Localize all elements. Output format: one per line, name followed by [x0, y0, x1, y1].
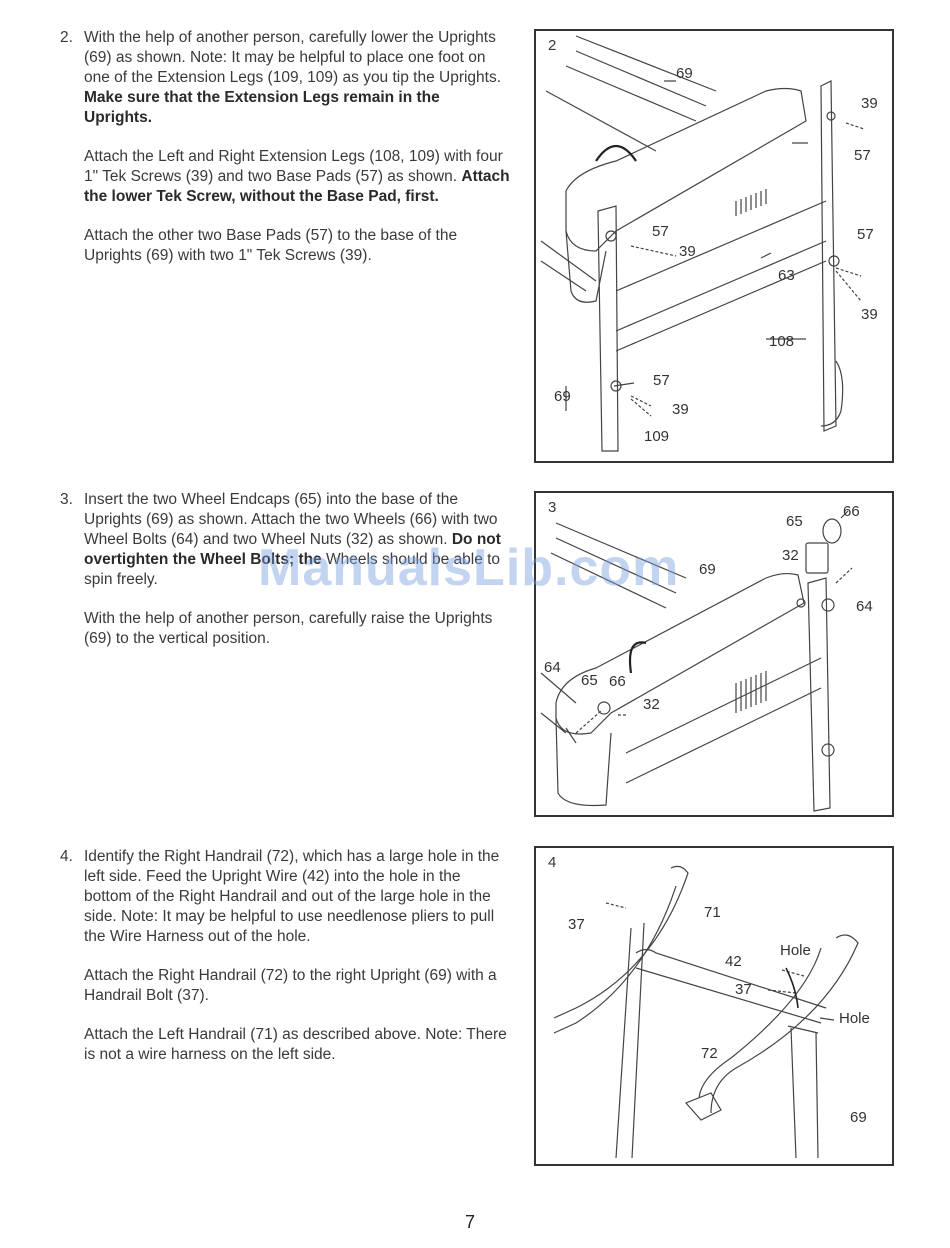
callout-label: 66: [843, 503, 860, 520]
callout-label: 69: [850, 1109, 867, 1126]
figure-4: 4 37 71 Hole 42 37 Hole 72 69: [534, 846, 894, 1166]
step-text: Wheels should be able to spin freely.: [84, 551, 501, 588]
figure-number: 3: [548, 499, 557, 516]
figure-number: 4: [548, 854, 557, 871]
figure-3: 3 65 66 32 69 64 64 65 66 32: [534, 491, 894, 817]
step-text: Attach the other two Base Pads (57) to t…: [84, 227, 458, 264]
figure-number: 2: [548, 37, 557, 54]
callout-label: 65: [581, 672, 598, 689]
step-2: 2. With the help of another person, care…: [60, 28, 510, 285]
step-paragraph: Attach the Right Handrail (72) to the ri…: [84, 966, 510, 1006]
callout-label: 108: [769, 333, 795, 350]
callout-label: 69: [699, 561, 716, 578]
callout-label: 71: [704, 904, 721, 921]
callout-label: 32: [782, 547, 799, 564]
callout-label: 42: [725, 953, 742, 970]
step-paragraph: Attach the other two Base Pads (57) to t…: [84, 226, 510, 266]
callout-label: 57: [857, 226, 874, 243]
callout-label: 66: [609, 673, 626, 690]
step-number: 4.: [60, 848, 73, 865]
step-text: With the help of another person, careful…: [84, 29, 502, 86]
step-text: Identify the Right Handrail (72), which …: [84, 848, 500, 945]
figure-3-illustration: [540, 510, 853, 812]
callout-label: 39: [679, 243, 696, 260]
step-text-bold: Do not overtighten the Wheel Bolts; the: [84, 531, 501, 568]
callout-label: 57: [653, 372, 670, 389]
step-text: Attach the Right Handrail (72) to the ri…: [84, 967, 497, 1004]
callout-label: 72: [701, 1045, 718, 1062]
callout-label: Hole: [839, 1010, 870, 1027]
step-text-bold: Make sure that the Extension Legs remain…: [84, 89, 440, 126]
step-text: Insert the two Wheel Endcaps (65) into t…: [84, 491, 498, 548]
step-text: Attach the Left and Right Extension Legs…: [84, 148, 503, 185]
callout-label: 109: [644, 428, 670, 445]
callout-label: 69: [676, 65, 693, 82]
step-3: 3. Insert the two Wheel Endcaps (65) int…: [60, 490, 510, 668]
step-paragraph: Attach the Left Handrail (71) as describ…: [84, 1025, 510, 1065]
callout-label: 37: [568, 916, 585, 933]
step-paragraph: Identify the Right Handrail (72), which …: [84, 847, 510, 947]
step-text: Attach the Left Handrail (71) as describ…: [84, 1026, 507, 1063]
step-4: 4. Identify the Right Handrail (72), whi…: [60, 847, 510, 1084]
figure-2-illustration: [540, 35, 865, 452]
step-paragraph: With the help of another person, careful…: [84, 609, 510, 649]
step-number: 2.: [60, 29, 73, 46]
callout-label: Hole: [780, 942, 811, 959]
callout-label: 64: [856, 598, 873, 615]
figure-4-illustration: [553, 865, 859, 1159]
callout-label: 39: [672, 401, 689, 418]
step-text-bold: Attach the lower Tek Screw, without the …: [84, 168, 510, 205]
step-paragraph: Attach the Left and Right Extension Legs…: [84, 147, 510, 207]
step-text: With the help of another person, careful…: [84, 610, 493, 647]
callout-label: 57: [854, 147, 871, 164]
watermark: ManualsLib.com: [258, 539, 680, 597]
callout-label: 39: [861, 306, 878, 323]
step-number: 3.: [60, 491, 73, 508]
callout-label: 63: [778, 267, 795, 284]
callout-label: 39: [861, 95, 878, 112]
page-number: 7: [465, 1212, 476, 1232]
step-paragraph: With the help of another person, careful…: [84, 28, 510, 128]
callout-label: 64: [544, 659, 561, 676]
callout-label: 57: [652, 223, 669, 240]
callout-label: 32: [643, 696, 660, 713]
figure-2: 2 69 39 57 57 39 57 63 39 108 57 69 39 1…: [534, 29, 894, 463]
step-paragraph: Insert the two Wheel Endcaps (65) into t…: [84, 490, 510, 590]
callout-label: 37: [735, 981, 752, 998]
callout-label: 69: [554, 388, 571, 405]
callout-label: 65: [786, 513, 803, 530]
